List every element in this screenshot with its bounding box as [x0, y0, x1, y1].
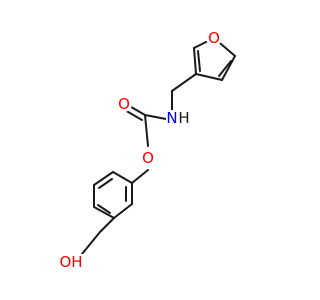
- benzene-ring-double-bond: [98, 178, 113, 189]
- bond-layer: [81, 37, 236, 255]
- ether-ring-bond: [131, 169, 149, 184]
- atom-label-hydroxyl: OH: [59, 253, 82, 271]
- benzene-ring-bond: [112, 171, 133, 184]
- carbonyl-ch2-bond: [144, 114, 149, 147]
- n-carbonyl-bond: [144, 114, 167, 120]
- furan-ring-double-bond: [218, 60, 232, 77]
- atom-label-ether-oxygen: O: [142, 149, 154, 167]
- atom-label-amide-oxygen: O: [118, 95, 130, 113]
- atom-label-amide-nitrogen: N: [166, 109, 177, 127]
- benzene-ring-bond: [93, 171, 114, 186]
- benzene-ring-bond: [113, 203, 133, 219]
- furan-ring-double-bond: [197, 50, 201, 72]
- ring-ch2-bond: [99, 217, 115, 233]
- benzene-ring-double-bond: [97, 204, 111, 214]
- ch2-bond: [171, 73, 197, 92]
- atom-label-amide-hydrogen: H: [178, 109, 189, 127]
- ch2-oh-bond: [81, 231, 101, 255]
- benzene-ring-bond: [93, 206, 115, 219]
- furan-ring-bond: [193, 47, 197, 75]
- structure-diagram: O O N H O OH: [58, 29, 236, 271]
- furan-ring-bond: [221, 55, 236, 81]
- furan-ring-bond: [195, 73, 223, 81]
- atom-label-furan-oxygen: O: [208, 29, 220, 47]
- atom-label-layer: O O N H O OH: [58, 29, 222, 271]
